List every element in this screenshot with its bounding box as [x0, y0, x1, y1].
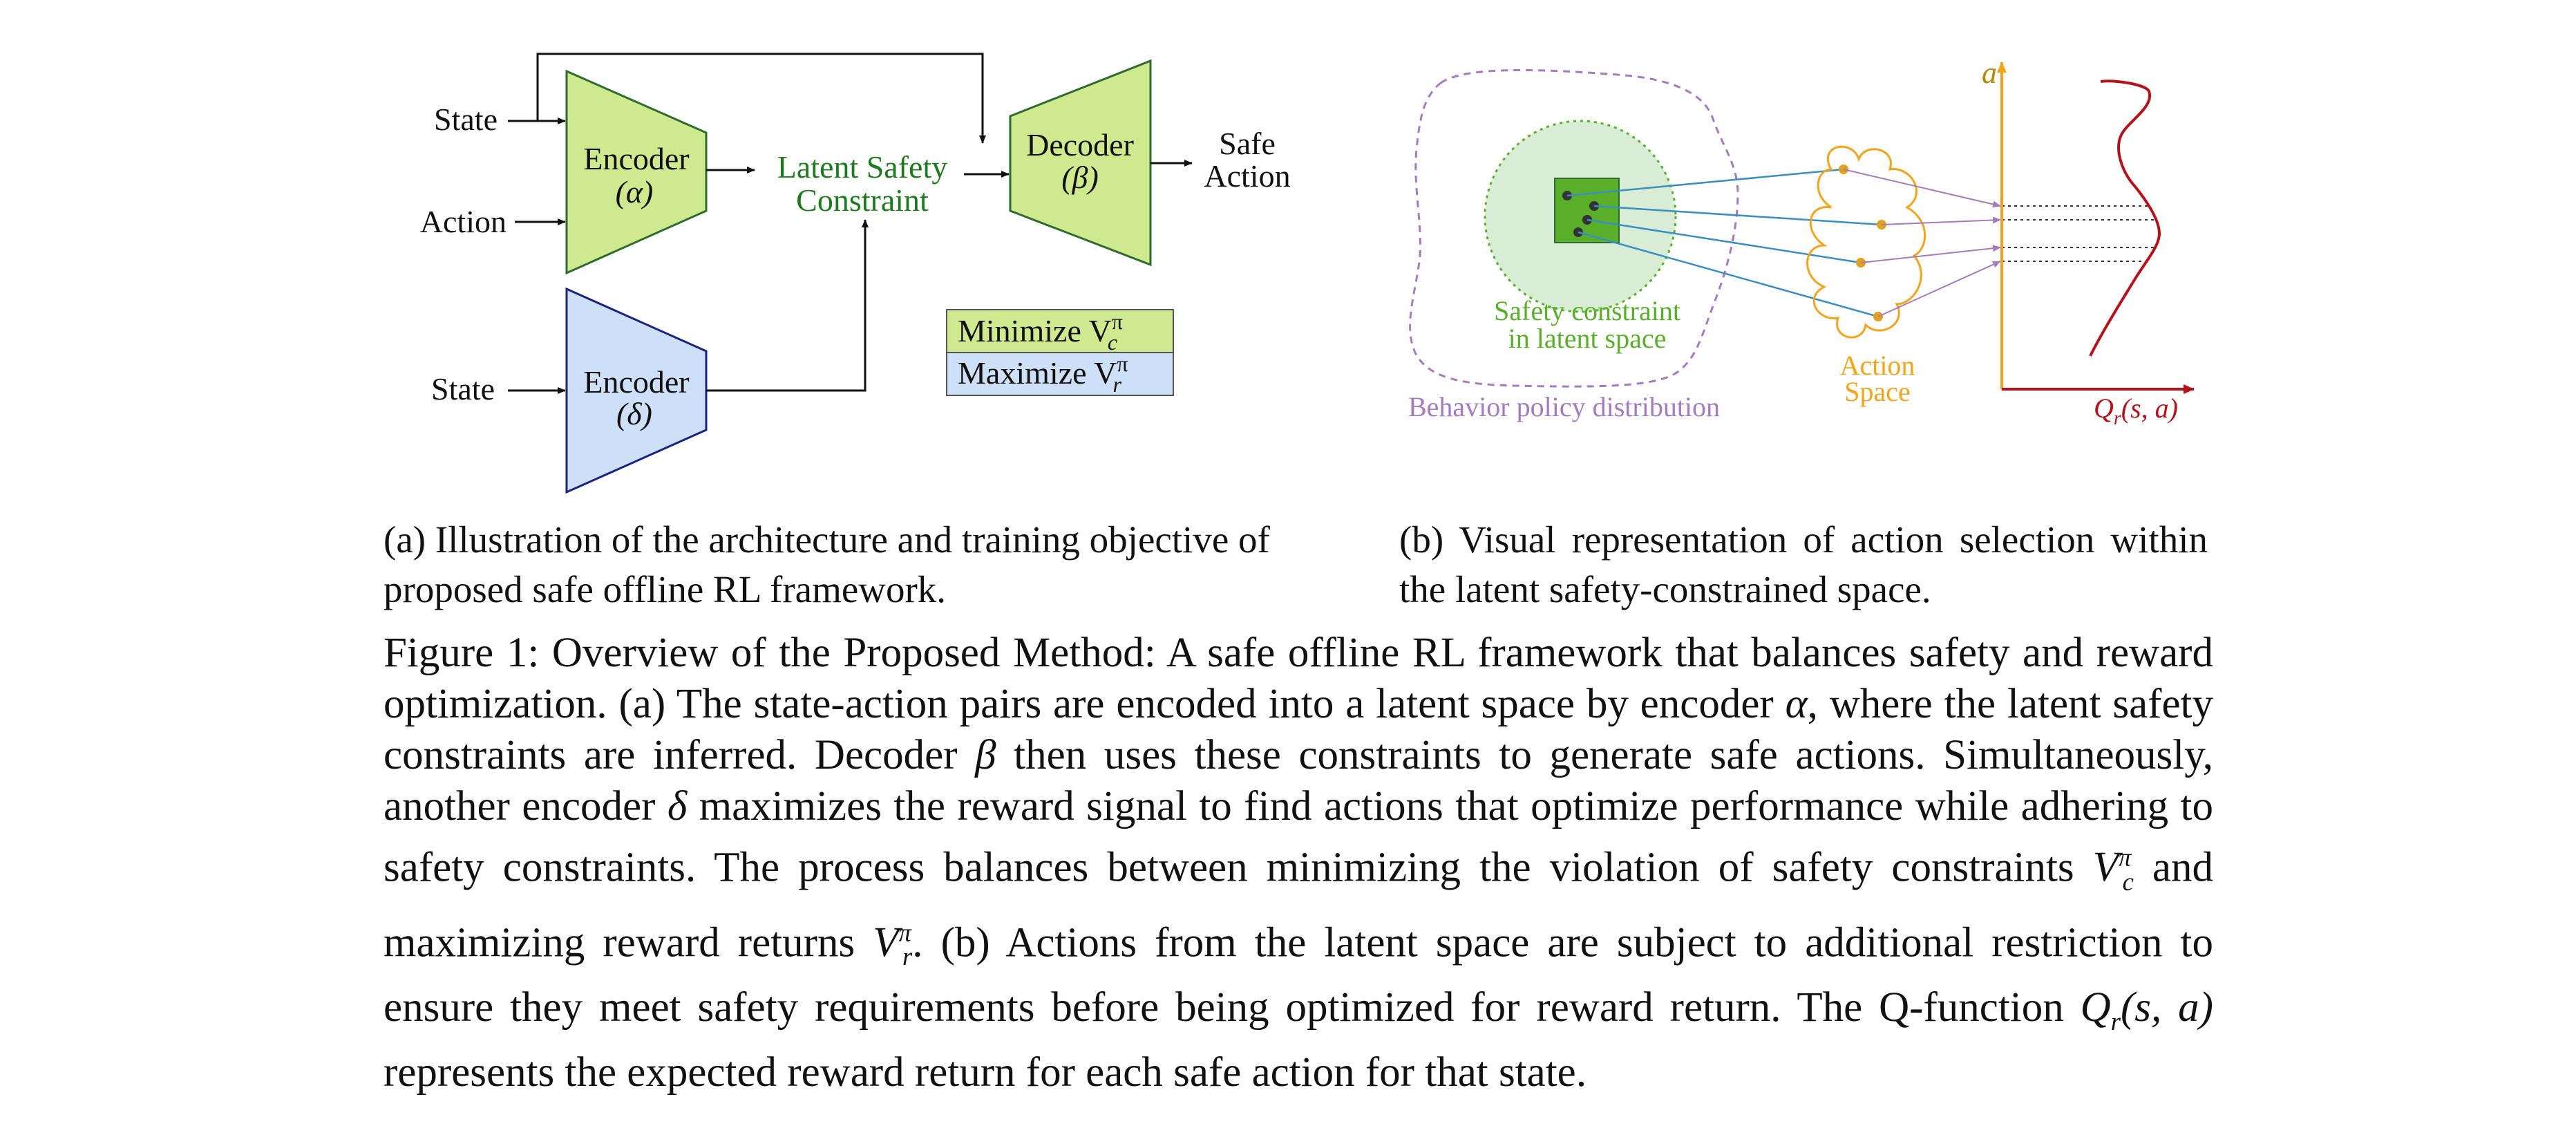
- encoder-alpha-symbol: (α): [616, 174, 654, 209]
- caption-text: represents the expected reward return fo…: [383, 1049, 1587, 1096]
- decoder-beta-block: [1009, 59, 1152, 267]
- safety-constraint-line2: in latent space: [1508, 323, 1667, 354]
- beta-symbol: β: [975, 732, 996, 778]
- q-value-curve: [2089, 79, 2161, 357]
- behavior-policy-blob: [1409, 69, 1739, 388]
- latent-to-action-line: [1566, 168, 1844, 197]
- a-axis-label: a: [1982, 56, 1997, 90]
- caption-b: (b) Visual representation of action sele…: [1399, 518, 2208, 610]
- decoder-beta-symbol: (β): [1061, 160, 1099, 195]
- safe-action-line2: Action: [1204, 158, 1290, 194]
- panel-b-diagram: a Safety constraint in latent space Beha…: [1408, 56, 2195, 429]
- action-to-axis-line: [1843, 169, 2001, 208]
- alpha-symbol: α: [1785, 681, 1808, 727]
- latent-safe-square: [1554, 178, 1620, 243]
- panel-a-diagram: Encoder (α) Latent Safety Constraint Dec…: [420, 53, 1291, 494]
- encoder-delta-symbol: (δ): [616, 396, 652, 431]
- latent-to-action-line: [1587, 218, 1862, 264]
- caption-text: Overview of the Proposed Method: A safe …: [383, 630, 2213, 727]
- vc-symbol: Vπc: [2092, 843, 2134, 896]
- latent-safety-line2: Constraint: [796, 182, 929, 218]
- action-label: Action: [420, 204, 506, 239]
- figure-caption: Figure 1: Overview of the Proposed Metho…: [383, 628, 2213, 1098]
- latent-to-action-line: [1593, 205, 1882, 226]
- vr-symbol: Vπr: [873, 918, 913, 971]
- action-to-axis-line: [1860, 245, 2001, 263]
- encoder-alpha-block: [565, 69, 708, 275]
- encoder-delta-title: Encoder: [583, 364, 689, 400]
- latent-safety-line1: Latent Safety: [777, 149, 948, 185]
- caption-text: then uses these constraints to generate …: [383, 732, 2214, 829]
- delta-symbol: δ: [667, 783, 688, 829]
- action-space-line1: Action: [1840, 350, 1915, 381]
- caption-a: (a) Illustration of the architecture and…: [383, 518, 1270, 610]
- q-function-symbol: Qr(s, a): [2080, 984, 2213, 1036]
- action-to-axis-line: [1877, 261, 2001, 317]
- state-bottom-label: State: [431, 371, 495, 406]
- encoder-alpha-title: Encoder: [583, 141, 689, 176]
- action-space-cloud: [1806, 145, 1926, 339]
- q-axis-label: Qr(s, a): [2094, 393, 2178, 429]
- maximize-legend-box: [946, 352, 1174, 396]
- latent-to-action-line: [1578, 231, 1879, 318]
- figure-label: Figure 1:: [383, 630, 540, 676]
- caption-text: and maximizing reward returns: [383, 844, 2213, 966]
- caption-text: , where the latent safety constraints ar…: [383, 681, 2213, 778]
- action-to-axis-line: [1881, 216, 2001, 225]
- state-top-label: State: [434, 102, 498, 137]
- encoder-delta-block: [565, 287, 708, 494]
- safe-action-line1: Safe: [1219, 126, 1276, 161]
- caption-text: maximizes the reward signal to find acti…: [383, 783, 2213, 891]
- minimize-legend-box: [946, 309, 1174, 353]
- safety-constraint-line1: Safety constraint: [1494, 295, 1680, 326]
- bypass-connector: [536, 53, 986, 144]
- caption-text: . (b) Actions from the latent space are …: [383, 919, 2213, 1031]
- delta-to-latent-connector: [706, 219, 869, 392]
- action-space-line2: Space: [1844, 376, 1911, 407]
- behavior-policy-label: Behavior policy distribution: [1408, 391, 1720, 422]
- decoder-beta-title: Decoder: [1026, 127, 1134, 162]
